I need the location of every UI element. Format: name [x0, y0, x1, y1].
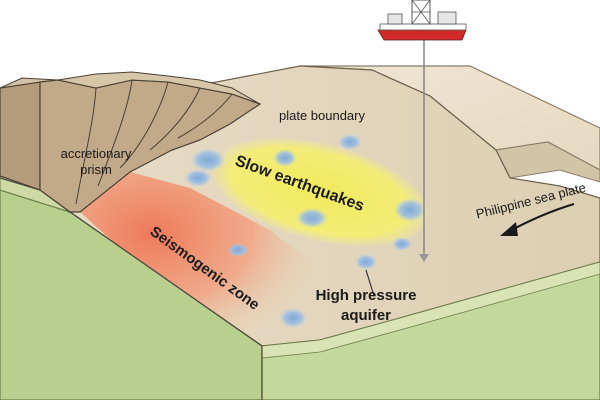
slow-earthquakes-area [212, 138, 428, 246]
aquifer-leader-line [365, 269, 375, 297]
aquifer-blobs [184, 134, 426, 328]
lower-plate-right [261, 261, 600, 400]
aquifer-label-line2: aquifer [341, 307, 391, 324]
accretionary-prism [0, 71, 262, 213]
drill-bit [419, 254, 429, 262]
aquifer-label-line1: High pressure [316, 287, 417, 304]
seismogenic-zone-area [80, 172, 320, 346]
plate-motion-arrow-icon [500, 202, 575, 236]
drilling-ship-icon [377, 0, 467, 41]
accretionary-prism-label-line2: prism [80, 162, 112, 177]
accretionary-prism-label-line1: accretionary [61, 146, 132, 161]
plate-boundary-label: plate boundary [279, 108, 366, 123]
